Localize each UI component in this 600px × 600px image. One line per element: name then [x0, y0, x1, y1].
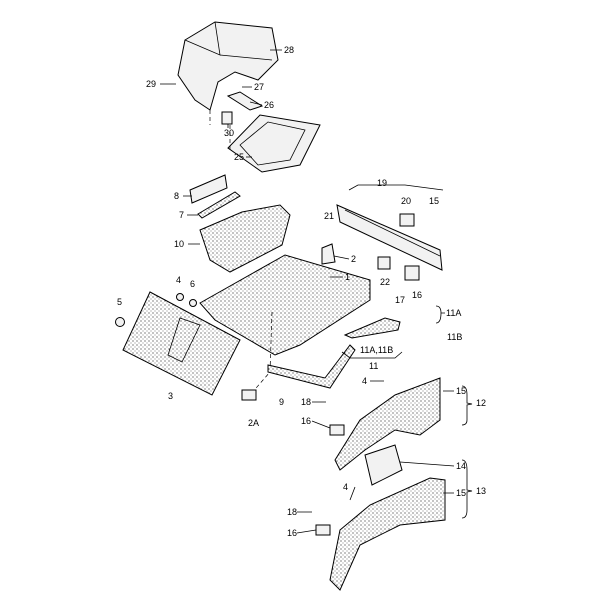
label-11A: 11A	[446, 308, 461, 318]
bracket-2	[321, 243, 336, 265]
label-4-b: 4	[362, 376, 367, 386]
label-11A-11B: 11A,11B	[360, 345, 393, 355]
label-4-c: 4	[343, 482, 348, 492]
label-2: 2	[351, 254, 356, 264]
floor-mat	[199, 254, 371, 356]
label-3: 3	[168, 391, 173, 401]
clip-2A	[241, 389, 257, 401]
label-11B: 11B	[447, 332, 462, 342]
label-18: 18	[301, 397, 311, 407]
block-16	[329, 424, 345, 436]
trim-8	[189, 174, 228, 204]
label-12: 12	[476, 398, 486, 408]
side-trim-13	[329, 477, 446, 591]
label-2A: 2A	[248, 418, 259, 428]
label-14: 14	[456, 461, 466, 471]
label-26: 26	[264, 100, 274, 110]
label-22: 22	[380, 277, 390, 287]
trim-7	[197, 191, 241, 219]
label-17: 17	[395, 295, 405, 305]
label-15: 15	[429, 196, 439, 206]
latch-22	[377, 256, 391, 270]
block-16-lower	[315, 524, 331, 536]
label-28: 28	[284, 45, 294, 55]
label-30: 30	[224, 128, 234, 138]
leader-lines	[160, 49, 455, 534]
battery-cover	[177, 21, 279, 111]
label-18-b: 18	[287, 507, 297, 517]
label-5: 5	[117, 297, 122, 307]
label-29: 29	[146, 79, 156, 89]
label-10: 10	[174, 239, 184, 249]
label-16: 16	[412, 290, 422, 300]
trim-9	[267, 344, 356, 389]
sill-trim-19	[336, 204, 443, 271]
label-11: 11	[369, 361, 378, 371]
label-21: 21	[324, 211, 334, 221]
side-trim-12	[334, 377, 441, 471]
trim-14	[364, 444, 403, 486]
label-16-b: 16	[301, 416, 311, 426]
label-15-c: 15	[456, 488, 466, 498]
bracket-26	[226, 91, 264, 111]
fastener-4	[176, 293, 184, 301]
cover-11	[343, 317, 401, 339]
label-16-c: 16	[287, 528, 297, 538]
label-19: 19	[377, 178, 387, 188]
label-6: 6	[190, 279, 195, 289]
part-20	[399, 213, 415, 227]
label-9: 9	[279, 397, 284, 407]
label-13: 13	[476, 486, 486, 496]
label-15-b: 15	[456, 386, 466, 396]
clip-30	[221, 111, 233, 125]
callout-labels: 28 29 27 26 30 25 8 7 10 19 20 15 21 2 1…	[117, 45, 486, 538]
label-4: 4	[176, 275, 181, 285]
floor-panel-3	[122, 291, 241, 396]
label-7: 7	[179, 210, 184, 220]
label-20: 20	[401, 196, 411, 206]
part-16	[404, 265, 420, 281]
fastener-6	[189, 299, 197, 307]
label-1: 1	[345, 272, 350, 282]
fastener-5	[115, 317, 125, 327]
label-27: 27	[254, 82, 264, 92]
label-25: 25	[234, 152, 244, 162]
label-8: 8	[174, 191, 179, 201]
storage-box	[199, 204, 291, 273]
